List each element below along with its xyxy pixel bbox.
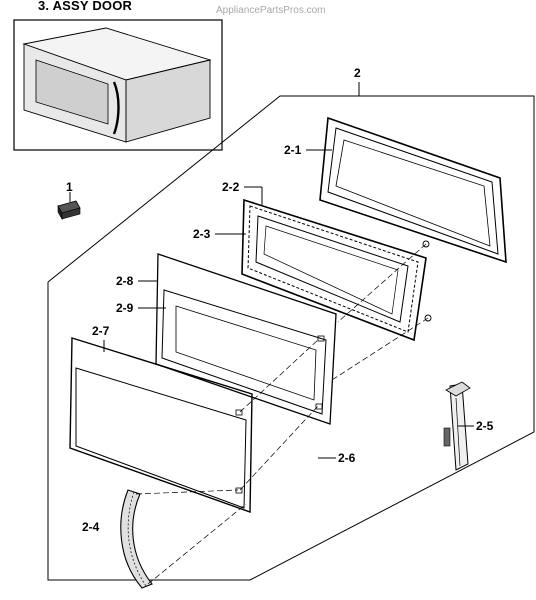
callout-2-1: 2-1: [284, 143, 302, 157]
watermark: AppliancePartsPros.com: [216, 5, 326, 16]
screw-guide-lower: [331, 317, 429, 381]
callout-2-7: 2-7: [92, 324, 110, 338]
frame-inner: [327, 127, 499, 255]
part-2-8-inner-glass: [138, 253, 337, 425]
callouts: 2 1 2-1 2-2 2-3 2-8 2-9 2-7 2-5 2-6 2-4: [66, 66, 494, 534]
choke-window: [263, 225, 399, 315]
callout-2: 2: [354, 66, 361, 80]
callout-2-8: 2-8: [116, 274, 134, 288]
part-2-4-handle: [120, 489, 247, 589]
door-clip-lower: [235, 487, 243, 494]
part-1-latch: [57, 192, 81, 221]
hinge-slot: [443, 427, 451, 447]
callout-2-3: 2-3: [193, 227, 211, 241]
handle-guide-upper: [135, 489, 239, 495]
part-2-5-hinge: [443, 381, 474, 471]
microwave-window: [35, 59, 109, 125]
door-guide-upper: [239, 337, 321, 413]
latch-side: [61, 207, 81, 220]
assembly-outline: [47, 82, 535, 581]
door-front-outer: [69, 337, 253, 513]
part-2-7-door-front: [69, 337, 321, 513]
door-front-panel: [75, 367, 247, 509]
microwave-side: [125, 59, 211, 143]
hinge-top: [445, 381, 471, 397]
callout-2-6: 2-6: [338, 451, 356, 465]
glass-clip-lower: [315, 403, 323, 410]
handle-outline: [120, 489, 153, 589]
page-title: 3. ASSY DOOR: [38, 0, 133, 13]
part-2-3-choke-panel: [215, 186, 432, 381]
microwave-handle: [112, 81, 120, 135]
hinge-body: [449, 383, 469, 471]
handle-guide-lower: [147, 503, 247, 585]
hinge-edge: [455, 397, 461, 467]
glass-panel: [161, 289, 327, 415]
glass-outer: [155, 253, 337, 425]
choke-outer: [241, 198, 427, 342]
frame-window: [335, 139, 491, 247]
glass-window: [175, 305, 317, 401]
glass-clip-upper: [317, 335, 325, 342]
screw-lower: [424, 314, 432, 322]
screw-guide-upper: [337, 243, 427, 323]
frame-outer: [319, 116, 507, 264]
callout-2-2: 2-2: [222, 180, 240, 194]
choke-serration: [247, 205, 419, 333]
part-2-1-frame: [306, 116, 507, 264]
callout-2-9: 2-9: [116, 301, 134, 315]
callout-2-4: 2-4: [82, 520, 100, 534]
door-guide-lower: [239, 405, 319, 491]
door-clip-upper: [235, 409, 243, 416]
choke-inner: [255, 215, 409, 323]
microwave-inset: [13, 19, 223, 151]
callout-2-5: 2-5: [476, 419, 494, 433]
screw-upper: [422, 240, 430, 248]
callout-1: 1: [66, 180, 73, 194]
assembly-boundary: [47, 95, 535, 581]
